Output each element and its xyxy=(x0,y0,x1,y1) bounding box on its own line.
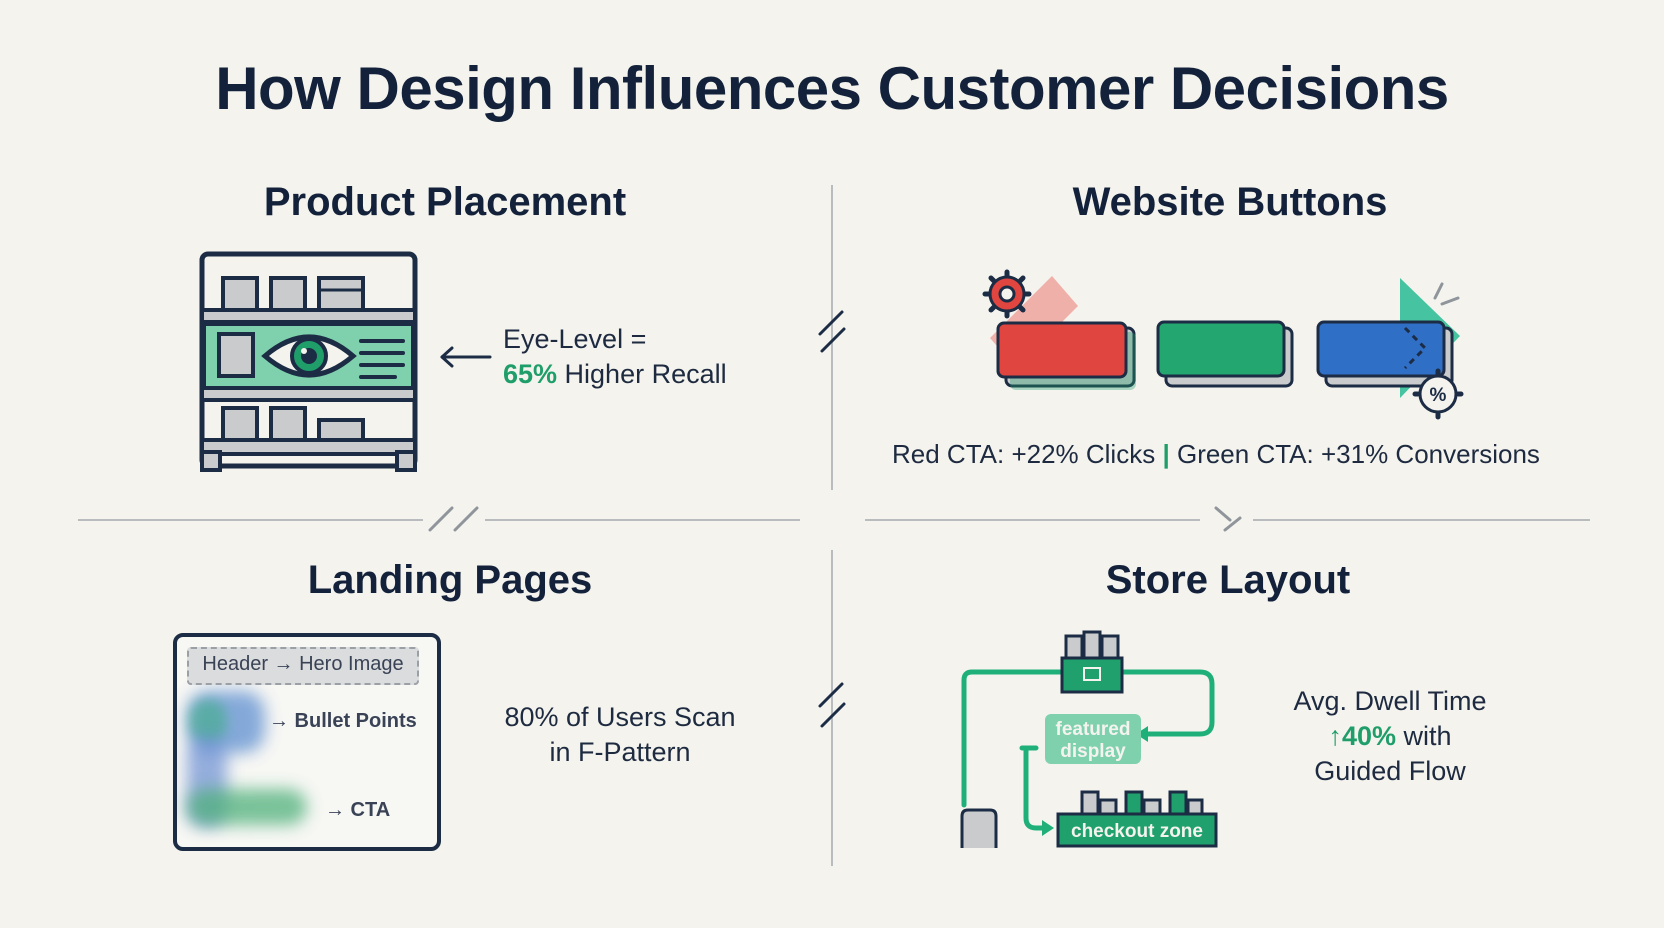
cta-label: → CTA xyxy=(325,799,391,821)
percent-badge-icon: % xyxy=(1412,368,1464,420)
f-pattern-line2: in F-Pattern xyxy=(549,737,691,767)
recall-suffix: Higher Recall xyxy=(557,359,727,389)
dwell-time-suffix: with xyxy=(1396,721,1452,751)
featured-display-line1: featured xyxy=(1056,719,1131,740)
green-cta-stat: Green CTA: +31% Conversions xyxy=(1176,439,1540,469)
dwell-time-value: ↑40% xyxy=(1328,721,1396,751)
horizontal-divider-left-a xyxy=(78,519,423,521)
vertical-divider-bottom xyxy=(831,550,833,866)
horizontal-divider-right-a xyxy=(865,519,1200,521)
eye-level-label: Eye-Level = xyxy=(503,324,647,354)
heatmap-bottom xyxy=(187,789,307,825)
percent-symbol: % xyxy=(1430,385,1447,406)
bullet-points-label: → Bullet Points xyxy=(269,710,417,732)
cta-buttons-illustration: % xyxy=(982,269,1464,420)
f-pattern-line1: 80% of Users Scan xyxy=(504,702,736,732)
horizontal-divider-left-b xyxy=(485,519,800,521)
header-hero-label: Header → Hero Image xyxy=(202,653,404,675)
section-title-landing-pages: Landing Pages xyxy=(307,558,593,602)
arrow-left-icon xyxy=(440,346,492,368)
gear-icon xyxy=(982,269,1032,319)
dwell-time-line1: Avg. Dwell Time xyxy=(1293,686,1487,716)
cta-stats: Red CTA: +22% Clicks | Green CTA: +31% C… xyxy=(892,439,1540,470)
checkout-zone-label: checkout zone xyxy=(1071,821,1203,842)
section-title-product-placement: Product Placement xyxy=(263,180,627,224)
heatmap-top-hot xyxy=(189,699,227,743)
vertical-divider-top xyxy=(831,185,833,490)
dwell-time-line3: Guided Flow xyxy=(1314,756,1466,786)
stat-separator: | xyxy=(1162,439,1170,469)
section-title-website-buttons: Website Buttons xyxy=(1072,180,1388,224)
red-cta-stat: Red CTA: +22% Clicks xyxy=(892,439,1156,469)
recall-stat: 65% Higher Recall xyxy=(503,359,727,390)
page-title: How Design Influences Customer Decisions xyxy=(215,55,1449,122)
store-flow-diagram: featured display checkout zone xyxy=(960,630,1218,848)
dwell-time-line2: ↑40% with xyxy=(1255,721,1525,752)
recall-value: 65% xyxy=(503,359,558,389)
header-bar xyxy=(187,647,419,685)
landing-page-mockup: Header → Hero Image → Bullet Points → CT… xyxy=(173,633,441,851)
featured-display-line2: display xyxy=(1060,741,1126,762)
horizontal-divider-right-b xyxy=(1253,519,1590,521)
shelf-eye-icon xyxy=(199,251,418,472)
section-title-store-layout: Store Layout xyxy=(1105,558,1351,602)
